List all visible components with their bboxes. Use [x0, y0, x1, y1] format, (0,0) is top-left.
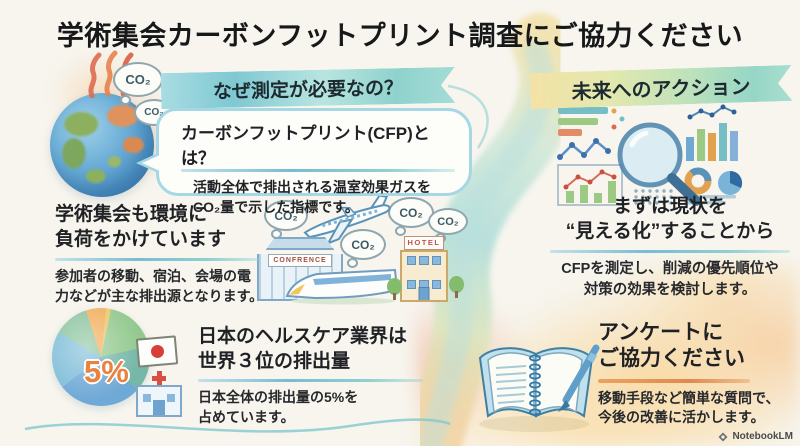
page-title: 学術集会カーボンフットプリント調査にご協力ください: [56, 21, 744, 51]
hotel-window: [431, 256, 441, 265]
impact-heading-line1: 学術集会も環境に: [55, 204, 208, 225]
visualize-heading-line2: “見える化”することから: [565, 220, 775, 242]
why-ribbon-label: なぜ測定が必要なの？: [212, 77, 404, 103]
survey-heading: アンケートに ご協力ください: [598, 320, 798, 373]
tree-icon: [449, 276, 464, 298]
cfp-card-body: 活動全体で排出される温室効果ガスを CO₂量で示した指標です。: [181, 177, 455, 218]
healthcare-body-line2: 占めています。: [198, 409, 295, 426]
co2-cloud-icon: CO₂: [264, 200, 308, 239]
divider: [55, 258, 260, 262]
co2-label: CO₂: [399, 205, 423, 220]
pie-percentage-label: 5%: [84, 354, 129, 389]
hotel-facade: [400, 250, 448, 302]
divider: [550, 250, 790, 254]
cfp-card-heading: カーボンフットプリント(CFP)とは？: [181, 124, 430, 168]
visualize-section: まずは現状を “見える化”することから CFPを測定し、削減の優先順位や 対策の…: [545, 195, 795, 301]
survey-section: アンケートに ご協力ください 移動手段など簡単な質問で、 今後の改善に活かします…: [598, 320, 798, 428]
hospital-icon: [136, 371, 182, 417]
action-ribbon-label: 未来へのアクション: [571, 75, 751, 104]
shinkansen-train-icon: [285, 268, 399, 305]
notebooklm-logo-icon: [718, 432, 728, 441]
hotel-door: [418, 287, 430, 300]
visualize-body-line2: 対策の効果を検討します。: [583, 281, 757, 298]
hotel-sign: HOTEL: [404, 236, 444, 250]
hotel-window: [407, 279, 417, 289]
japan-flag-icon: [135, 335, 179, 368]
co2-label: CO₂: [144, 107, 164, 118]
cfp-card-body-line2: CO₂量で示した指標です。: [193, 199, 359, 216]
hotel-window: [431, 279, 441, 289]
co2-label: CO₂: [125, 72, 151, 87]
co2-cloud-icon: CO₂: [113, 62, 163, 105]
survey-body: 移動手段など簡単な質問で、 今後の改善に活かします。: [598, 389, 798, 429]
healthcare-section: 日本のヘルスケア業界は 世界３位の排出量 日本全体の排出量の5%を 占めています…: [198, 325, 428, 428]
survey-body-line1: 移動手段など簡単な質問で、: [598, 389, 780, 406]
co2-cloud-icon: CO₂: [388, 197, 434, 236]
cfp-definition-card: カーボンフットプリント(CFP)とは？ 活動全体で排出される温室効果ガスを CO…: [136, 108, 472, 215]
hotel-window: [419, 256, 429, 265]
survey-body-line2: 今後の改善に活かします。: [598, 409, 765, 426]
charts-magnifier-icon: [557, 104, 743, 206]
visualize-heading-line1: まずは現状を: [612, 196, 727, 217]
impact-body-line1: 参加者の移動、宿泊、会場の電: [55, 268, 251, 285]
healthcare-heading-line1: 日本のヘルスケア業界は: [198, 326, 408, 347]
healthcare-share-pie-chart: [52, 308, 150, 406]
visualize-body-line1: CFPを測定し、削減の優先順位や: [561, 261, 779, 278]
watermark: NotebookLM: [718, 431, 793, 442]
cfp-card-body-line1: 活動全体で排出される温室効果ガスを: [193, 179, 431, 195]
impact-heading: 学術集会も環境に 負荷をかけています: [55, 203, 270, 252]
watermark-label: NotebookLM: [732, 431, 793, 442]
airplane-icon: [303, 194, 391, 246]
hotel-building-icon: HOTEL: [400, 236, 448, 302]
co2-label: CO₂: [274, 208, 298, 223]
pen-icon: [558, 344, 600, 412]
why-ribbon: なぜ測定が必要なの？: [161, 67, 456, 109]
healthcare-body: 日本全体の排出量の5%を 占めています。: [198, 388, 428, 428]
conference-roof: [265, 237, 335, 250]
tree-icon: [387, 278, 402, 300]
visualize-body: CFPを測定し、削減の優先順位や 対策の効果を検討します。: [545, 259, 795, 300]
impact-body-line2: 力などが主な排出源となります。: [55, 288, 264, 305]
notebook-pen-icon: [478, 344, 600, 432]
impact-heading-line2: 負荷をかけています: [55, 228, 227, 250]
divider: [181, 169, 455, 172]
survey-heading-line1: アンケートに: [598, 321, 724, 344]
impact-section: 学術集会も環境に 負荷をかけています 参加者の移動、宿泊、会場の電 力などが主な…: [55, 203, 270, 307]
conference-sign: CONFRENCE: [268, 254, 332, 267]
healthcare-body-line1: 日本全体の排出量の5%を: [198, 389, 359, 406]
co2-label: CO₂: [351, 237, 375, 252]
hotel-window: [407, 256, 417, 265]
healthcare-heading: 日本のヘルスケア業界は 世界３位の排出量: [198, 325, 428, 374]
hospital-facade: [136, 385, 182, 417]
impact-body: 参加者の移動、宿泊、会場の電 力などが主な排出源となります。: [55, 267, 270, 307]
healthcare-heading-line2: 世界３位の排出量: [198, 350, 351, 372]
red-cross-icon: [152, 371, 166, 385]
co2-cloud-icon: CO₂: [340, 229, 386, 268]
visualize-heading: まずは現状を “見える化”することから: [545, 195, 795, 244]
magnifier-icon: [617, 122, 701, 206]
divider-orange: [598, 378, 750, 383]
divider: [198, 379, 423, 383]
co2-label: CO₂: [437, 215, 459, 228]
survey-heading-line2: ご協力ください: [598, 347, 745, 371]
